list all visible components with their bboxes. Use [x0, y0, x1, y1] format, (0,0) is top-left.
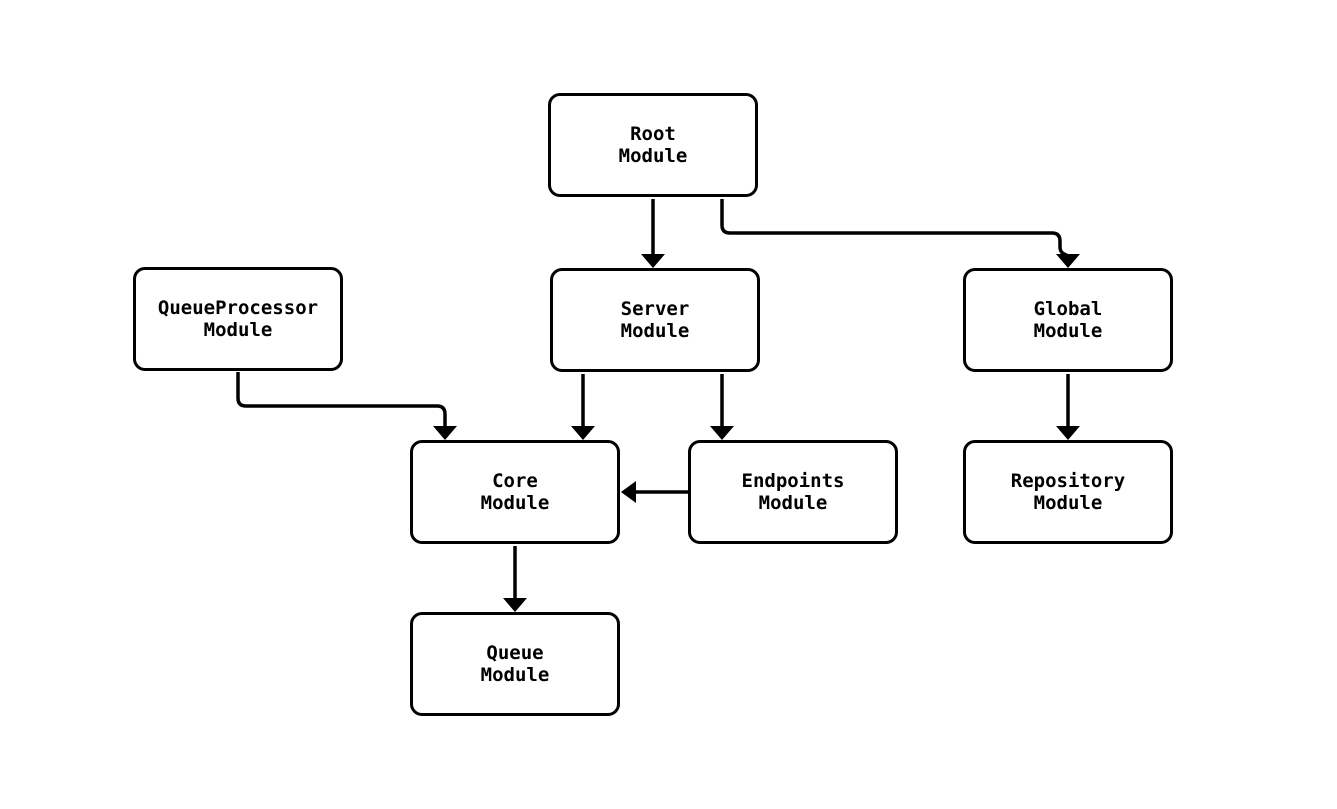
node-label-line: Module — [620, 320, 690, 342]
node-queueprocessor-module: QueueProcessor Module — [133, 267, 343, 371]
node-label-line: Module — [1033, 320, 1103, 342]
node-server-module: Server Module — [550, 268, 760, 372]
edge-queueprocessor-to-core — [236, 372, 457, 440]
edge-root-to-server — [641, 199, 665, 268]
edge-root-to-global — [720, 199, 1080, 268]
node-label-line: Module — [480, 492, 550, 514]
node-label-line: Module — [203, 319, 273, 341]
node-label-line: Module — [758, 492, 828, 514]
node-label-line: Root — [630, 123, 676, 145]
node-label-line: Endpoints — [741, 470, 845, 492]
node-core-module: Core Module — [410, 440, 620, 544]
node-queue-module: Queue Module — [410, 612, 620, 716]
edge-global-to-repository — [1056, 374, 1080, 440]
node-label-line: Module — [618, 145, 688, 167]
node-label-line: QueueProcessor — [157, 297, 319, 319]
node-label-line: Module — [480, 664, 550, 686]
node-repository-module: Repository Module — [963, 440, 1173, 544]
node-label-line: Module — [1033, 492, 1103, 514]
node-global-module: Global Module — [963, 268, 1173, 372]
node-label-line: Repository — [1010, 470, 1126, 492]
edge-core-to-queue — [503, 546, 527, 612]
node-label-line: Queue — [486, 642, 544, 664]
edge-endpoints-to-core — [621, 481, 688, 503]
node-label-line: Server — [620, 298, 690, 320]
node-label-line: Global — [1033, 298, 1103, 320]
node-root-module: Root Module — [548, 93, 758, 197]
node-label-line: Core — [492, 470, 538, 492]
node-endpoints-module: Endpoints Module — [688, 440, 898, 544]
edge-server-to-endpoints — [710, 374, 734, 440]
edge-server-to-core — [571, 374, 595, 440]
